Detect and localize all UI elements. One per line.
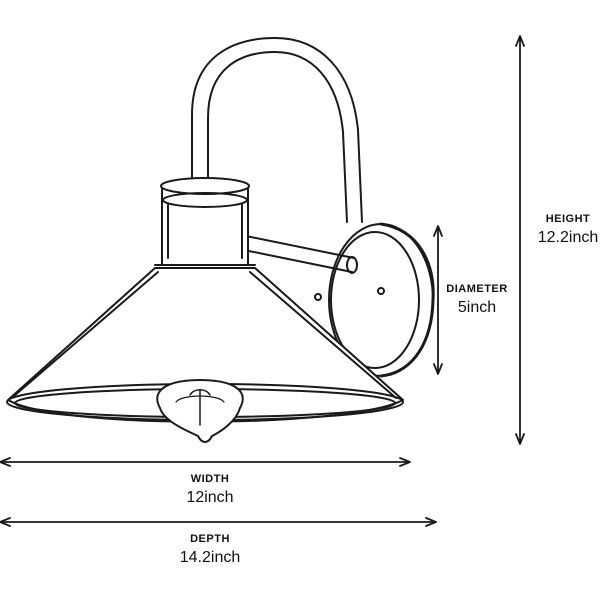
depth-arrow-left (0, 517, 11, 527)
height-value: 12.2inch (537, 229, 599, 246)
diameter-name: DIAMETER (446, 283, 508, 295)
width-value: 12inch (186, 489, 234, 506)
depth-arrow-right (425, 517, 437, 527)
backplate (314, 222, 435, 378)
shade-cap (154, 177, 256, 266)
diameter-value: 5inch (457, 299, 497, 316)
gooseneck-arm (191, 37, 363, 223)
edison-bulb (156, 379, 244, 443)
width-name: WIDTH (190, 473, 230, 485)
height-arrow-top (515, 35, 525, 47)
dimension-lines (0, 35, 525, 527)
screw-right (377, 287, 385, 295)
width-arrow-left (0, 457, 11, 467)
height-name: HEIGHT (545, 213, 591, 225)
diameter-arrow-top (433, 225, 443, 237)
screw-left (314, 293, 322, 301)
width-arrow-right (399, 457, 411, 467)
depth-value: 14.2inch (179, 549, 241, 566)
depth-label: DEPTH 14.2inch (150, 533, 270, 567)
height-arrow-bottom (515, 433, 525, 445)
diameter-arrow-bottom (433, 363, 443, 375)
height-label: HEIGHT 12.2inch (528, 213, 600, 247)
support-rod (243, 235, 358, 274)
depth-name: DEPTH (190, 533, 230, 545)
width-label: WIDTH 12inch (150, 473, 270, 507)
diameter-label: DIAMETER 5inch (446, 283, 508, 317)
